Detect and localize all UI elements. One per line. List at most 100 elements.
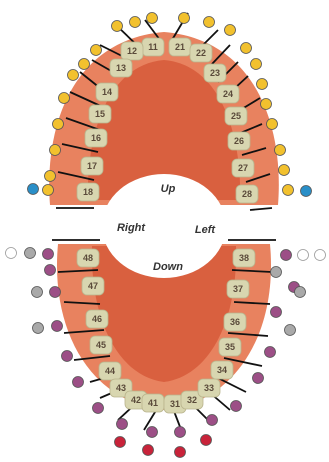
status-marker-gray[interactable] [271, 267, 282, 278]
status-marker-gray[interactable] [32, 287, 43, 298]
tooth-number: 42 [131, 395, 141, 405]
tooth-38[interactable]: 38 [233, 249, 255, 267]
tooth-12[interactable]: 12 [121, 42, 143, 60]
tooth-41[interactable]: 41 [142, 394, 164, 412]
tooth-27[interactable]: 27 [232, 159, 254, 177]
tooth-33[interactable]: 33 [198, 379, 220, 397]
status-marker-red[interactable] [115, 437, 126, 448]
status-marker-yellow[interactable] [91, 45, 102, 56]
status-marker-white[interactable] [6, 248, 17, 259]
status-marker-purple[interactable] [281, 250, 292, 261]
status-marker-yellow[interactable] [45, 171, 56, 182]
status-marker-purple[interactable] [73, 377, 84, 388]
status-marker-purple[interactable] [117, 419, 128, 430]
tooth-number: 48 [83, 253, 93, 263]
tooth-46[interactable]: 46 [86, 310, 108, 328]
status-marker-yellow[interactable] [68, 70, 79, 81]
tooth-18[interactable]: 18 [77, 183, 99, 201]
status-marker-purple[interactable] [50, 287, 61, 298]
tooth-34[interactable]: 34 [211, 361, 233, 379]
status-marker-red[interactable] [143, 445, 154, 456]
status-marker-gray[interactable] [33, 323, 44, 334]
tooth-35[interactable]: 35 [219, 338, 241, 356]
status-marker-yellow[interactable] [179, 13, 190, 24]
tooth-number: 27 [238, 163, 248, 173]
status-marker-yellow[interactable] [225, 25, 236, 36]
tooth-number: 21 [175, 42, 185, 52]
tooth-25[interactable]: 25 [225, 107, 247, 125]
status-marker-purple[interactable] [253, 373, 264, 384]
tooth-16[interactable]: 16 [85, 129, 107, 147]
status-marker-purple[interactable] [175, 427, 186, 438]
status-marker-yellow[interactable] [53, 119, 64, 130]
status-marker-purple[interactable] [265, 347, 276, 358]
status-marker-yellow[interactable] [257, 79, 268, 90]
tooth-number: 16 [91, 133, 101, 143]
status-marker-gray[interactable] [25, 248, 36, 259]
status-marker-yellow[interactable] [279, 165, 290, 176]
tooth-number: 14 [102, 87, 112, 97]
tooth-number: 31 [170, 399, 180, 409]
status-marker-gray[interactable] [295, 287, 306, 298]
status-marker-red[interactable] [201, 435, 212, 446]
label-down: Down [153, 261, 183, 273]
status-marker-yellow[interactable] [261, 99, 272, 110]
tooth-36[interactable]: 36 [224, 313, 246, 331]
status-marker-yellow[interactable] [267, 119, 278, 130]
status-marker-purple[interactable] [147, 427, 158, 438]
status-marker-yellow[interactable] [204, 17, 215, 28]
status-marker-yellow[interactable] [43, 185, 54, 196]
tooth-number: 34 [217, 365, 227, 375]
tooth-number: 24 [223, 89, 233, 99]
status-marker-purple[interactable] [271, 307, 282, 318]
tooth-number: 36 [230, 317, 240, 327]
tooth-21[interactable]: 21 [169, 38, 191, 56]
status-marker-yellow[interactable] [241, 43, 252, 54]
status-marker-yellow[interactable] [251, 59, 262, 70]
label-right: Right [117, 222, 146, 234]
tooth-11[interactable]: 11 [142, 38, 164, 56]
status-marker-purple[interactable] [43, 249, 54, 260]
status-marker-purple[interactable] [52, 321, 63, 332]
tooth-45[interactable]: 45 [90, 336, 112, 354]
tooth-number: 33 [204, 383, 214, 393]
tooth-13[interactable]: 13 [110, 59, 132, 77]
tooth-14[interactable]: 14 [96, 83, 118, 101]
tooth-15[interactable]: 15 [89, 105, 111, 123]
label-left: Left [195, 224, 217, 236]
tooth-37[interactable]: 37 [227, 280, 249, 298]
status-marker-purple[interactable] [62, 351, 73, 362]
tooth-44[interactable]: 44 [99, 362, 121, 380]
status-marker-yellow[interactable] [147, 13, 158, 24]
tooth-number: 13 [116, 63, 126, 73]
status-marker-purple[interactable] [93, 403, 104, 414]
status-marker-yellow[interactable] [112, 21, 123, 32]
status-marker-white[interactable] [315, 250, 326, 261]
status-marker-blue[interactable] [301, 186, 312, 197]
tooth-24[interactable]: 24 [217, 85, 239, 103]
status-marker-yellow[interactable] [50, 145, 61, 156]
tooth-number: 45 [96, 340, 106, 350]
tooth-47[interactable]: 47 [82, 277, 104, 295]
status-marker-yellow[interactable] [130, 17, 141, 28]
divider-line [250, 208, 272, 210]
status-marker-gray[interactable] [285, 325, 296, 336]
status-marker-purple[interactable] [45, 265, 56, 276]
tooth-48[interactable]: 48 [77, 249, 99, 267]
status-marker-yellow[interactable] [283, 185, 294, 196]
tooth-17[interactable]: 17 [81, 157, 103, 175]
status-marker-purple[interactable] [207, 415, 218, 426]
status-marker-yellow[interactable] [79, 59, 90, 70]
status-marker-purple[interactable] [231, 401, 242, 412]
tooth-number: 25 [231, 111, 241, 121]
status-marker-yellow[interactable] [59, 93, 70, 104]
tooth-23[interactable]: 23 [204, 64, 226, 82]
status-marker-white[interactable] [298, 250, 309, 261]
tooth-number: 15 [95, 109, 105, 119]
tooth-26[interactable]: 26 [228, 132, 250, 150]
tooth-28[interactable]: 28 [236, 185, 258, 203]
status-marker-yellow[interactable] [275, 145, 286, 156]
status-marker-red[interactable] [175, 447, 186, 458]
tooth-22[interactable]: 22 [190, 44, 212, 62]
status-marker-blue[interactable] [28, 184, 39, 195]
